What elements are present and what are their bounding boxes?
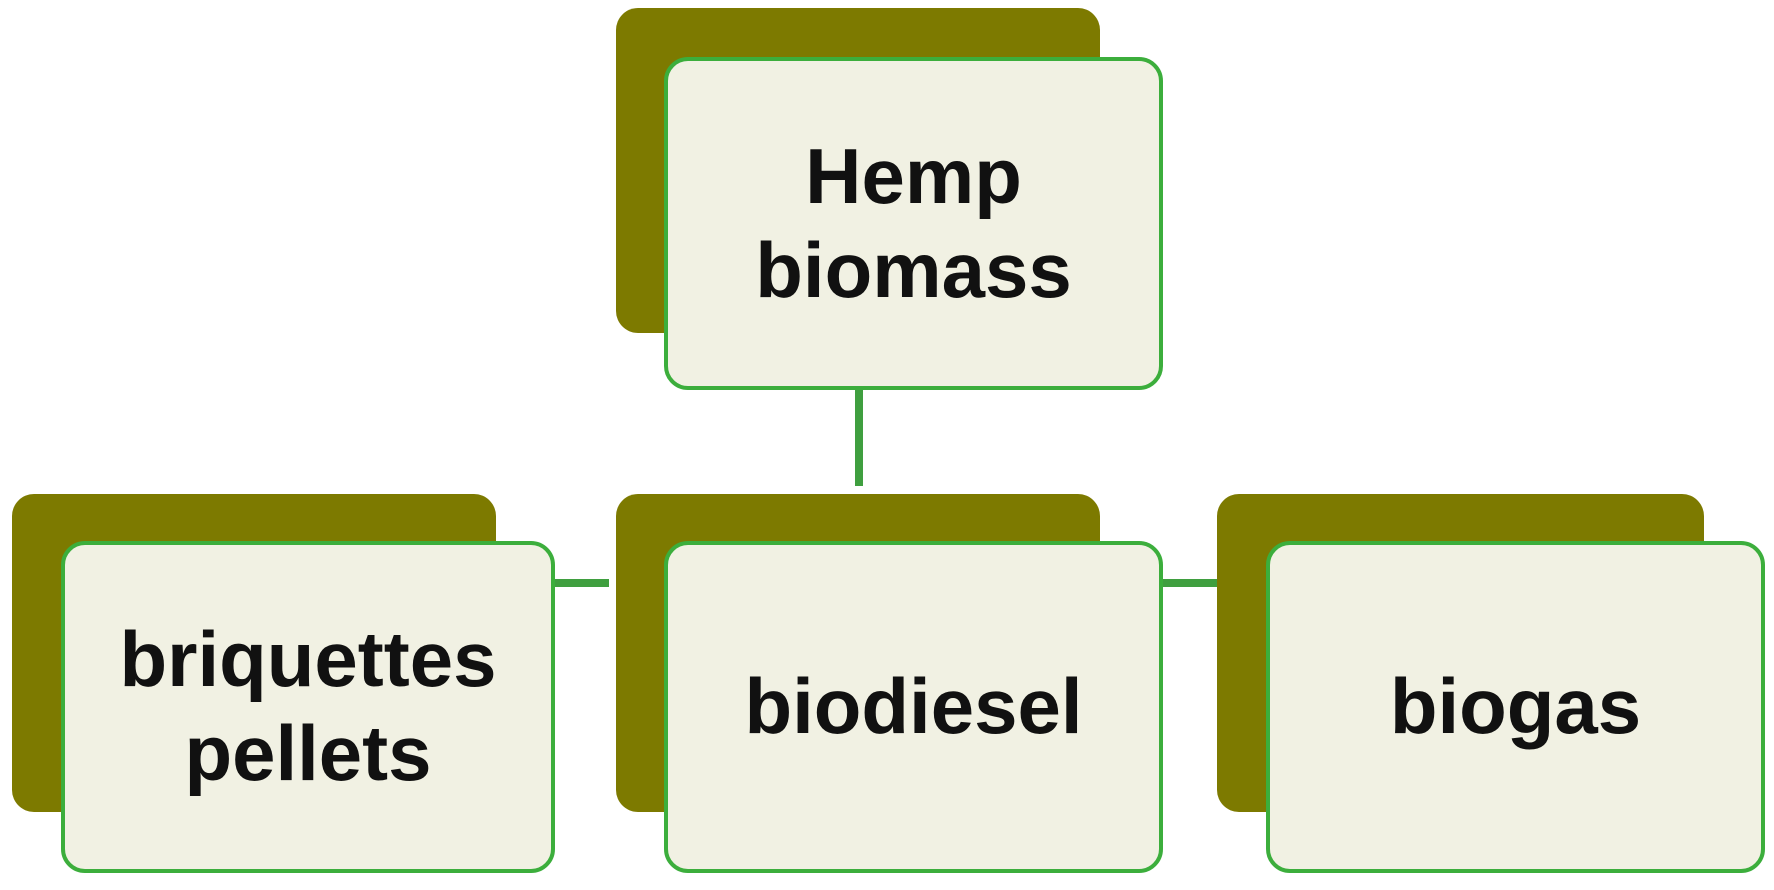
- node-label-line: Hemp: [805, 131, 1022, 220]
- connector-left-to-center: [552, 579, 609, 587]
- node-box: Hemp biomass: [664, 57, 1163, 390]
- node-label: briquettes pellets: [119, 613, 496, 800]
- node-box: briquettes pellets: [61, 541, 555, 873]
- node-box: biodiesel: [664, 541, 1163, 873]
- node-label-line: pellets: [184, 709, 432, 797]
- connector-root-to-center: [855, 390, 863, 486]
- node-box: biogas: [1266, 541, 1765, 873]
- node-label: biogas: [1390, 660, 1641, 754]
- node-label-line: biomass: [755, 225, 1072, 314]
- node-label: biodiesel: [744, 660, 1082, 754]
- node-label-line: briquettes: [119, 615, 497, 704]
- node-label-line: biogas: [1389, 662, 1642, 751]
- node-label-line: biodiesel: [744, 662, 1083, 751]
- node-label: Hemp biomass: [755, 130, 1071, 317]
- connector-center-to-right: [1162, 579, 1219, 587]
